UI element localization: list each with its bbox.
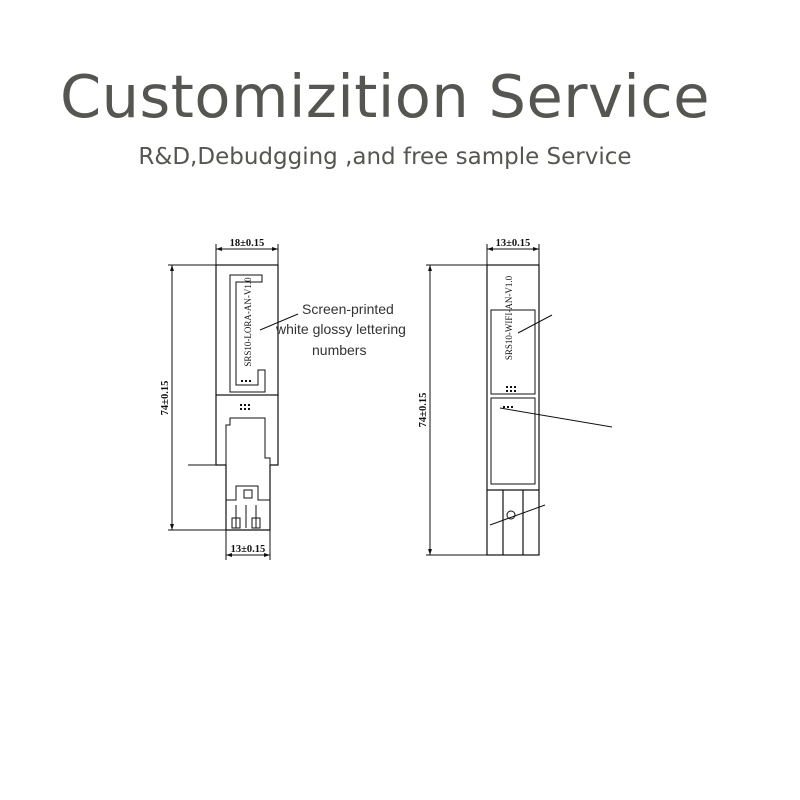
callout-line-2: white glossy lettering: [275, 321, 406, 337]
right-board-label: SRS10-WIFI-AN-V1.0: [504, 275, 514, 360]
right-dimension-lines: [426, 244, 613, 556]
left-bottom-width-label: 13±0.15: [231, 544, 266, 555]
right-module-outline: [486, 264, 540, 556]
left-dot-pads: [240, 380, 251, 410]
left-dimension-lines: [168, 244, 299, 560]
left-height-label: 74±0.15: [160, 381, 171, 416]
right-antenna-area: [490, 309, 536, 520]
callout-line-1: Screen-printed: [302, 301, 394, 317]
left-top-width-label: 18±0.15: [230, 238, 265, 249]
page-subtitle: R&D,Debudgging ,and free sample Service: [138, 144, 632, 170]
dimension-arrowheads: [170, 247, 539, 557]
page-title: Customizition Service: [59, 62, 711, 131]
callout-line-3: numbers: [312, 342, 366, 358]
left-lower-trace: [225, 417, 271, 529]
right-top-width-label: 13±0.15: [496, 238, 531, 249]
right-height-label: 74±0.15: [418, 393, 429, 428]
right-dot-pads: [503, 386, 516, 408]
left-board-label: SRS10-LORA-AN-V1.0: [243, 277, 253, 367]
left-antenna-trace: [229, 274, 266, 393]
